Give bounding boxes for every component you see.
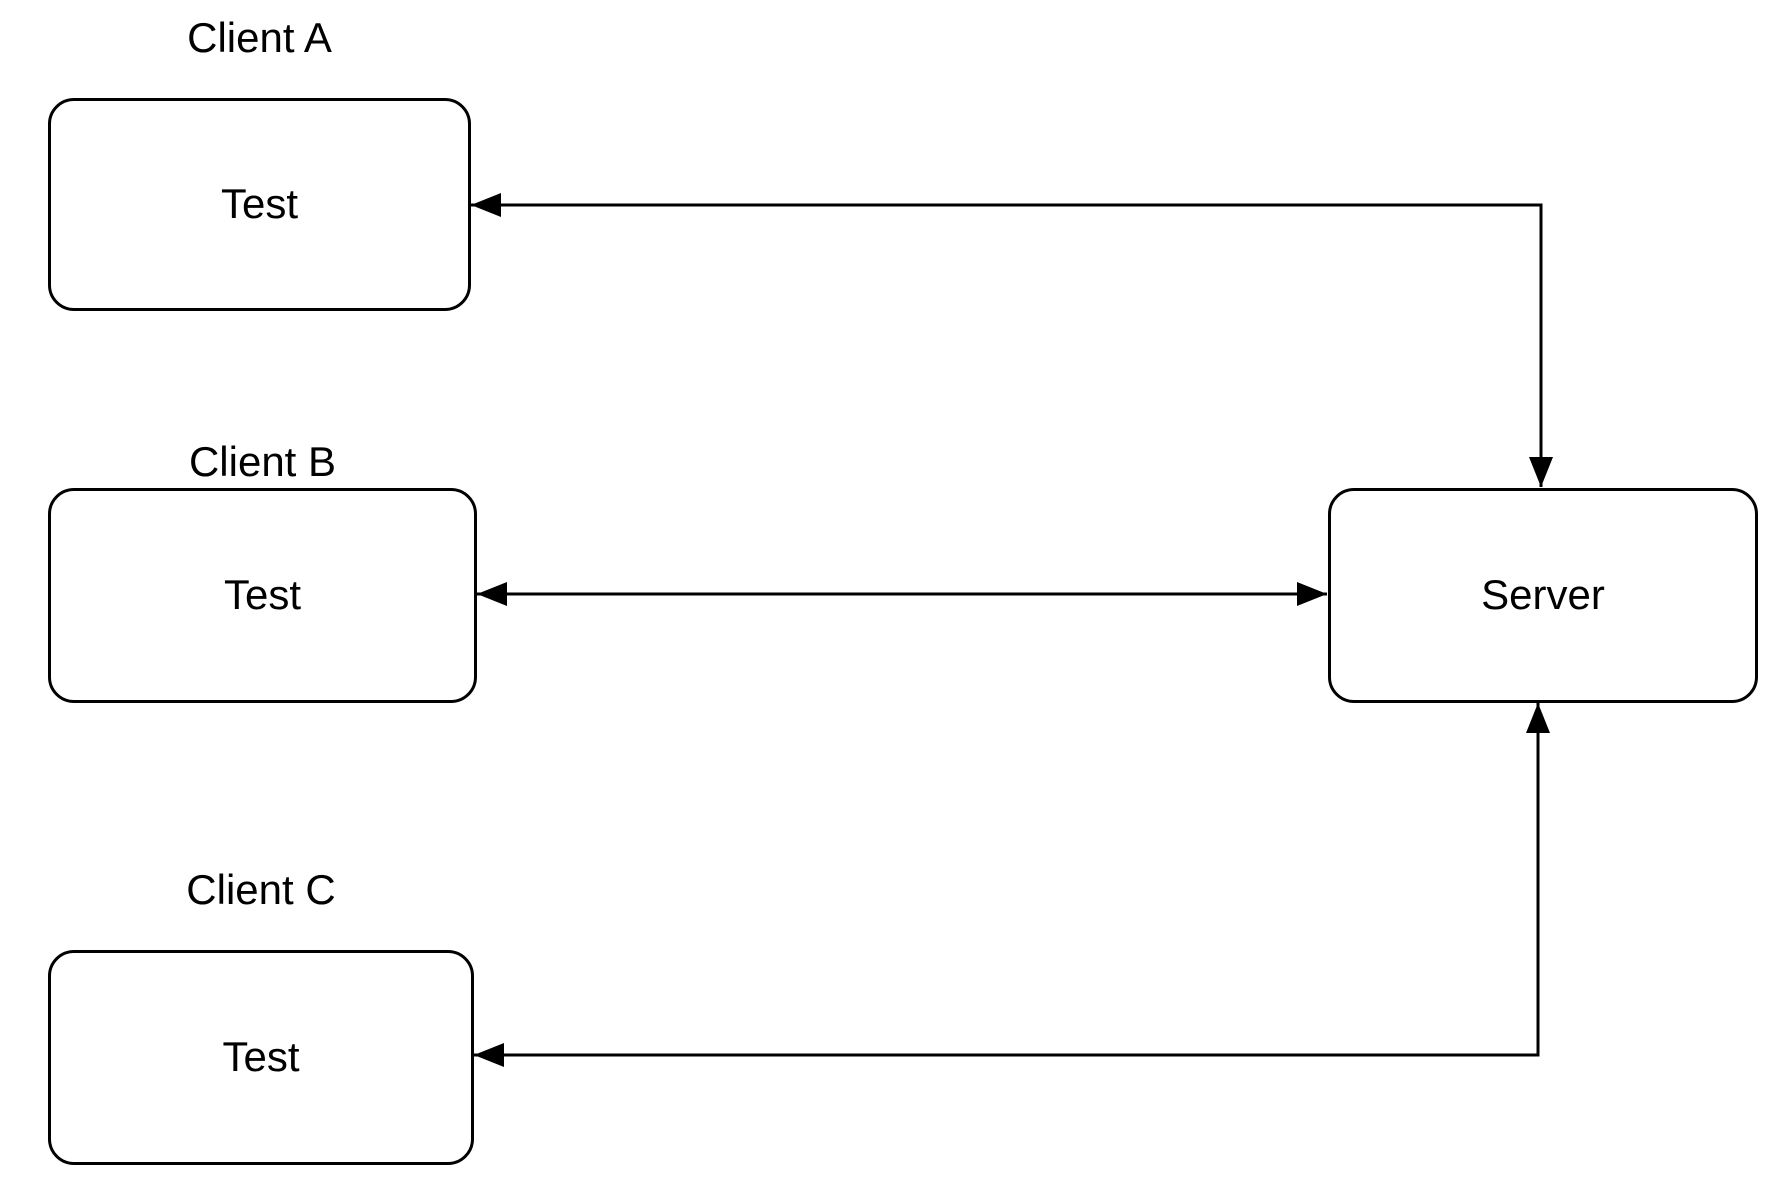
connector-client-c-server-line <box>474 703 1540 1057</box>
arrowhead-into-client-c-icon <box>474 1043 504 1067</box>
client-b-box: Test <box>48 488 477 703</box>
client-c-title: Client C <box>186 866 336 913</box>
server-label: Server <box>1481 571 1605 619</box>
client-c-label: Test <box>222 1033 300 1081</box>
arrowhead-into-server-left-icon <box>1297 582 1327 606</box>
client-c-box: Test <box>48 950 474 1165</box>
arrowhead-into-server-top-icon <box>1529 457 1553 487</box>
client-a-label: Test <box>220 180 299 228</box>
arrowhead-into-client-b-icon <box>477 582 507 606</box>
connector-client-b-server <box>477 582 1327 606</box>
connector-client-a-server-line <box>471 203 1543 487</box>
arrowhead-into-client-a-icon <box>471 193 501 217</box>
client-b-label: Test <box>223 571 302 619</box>
connector-client-a-server <box>471 193 1553 487</box>
server-box: Server <box>1328 488 1758 703</box>
client-a-box: Test <box>48 98 471 311</box>
client-b-title: Client B <box>188 438 337 485</box>
client-a-title: Client A <box>187 14 332 61</box>
arrowhead-into-server-bottom-icon <box>1526 703 1550 733</box>
connector-client-c-server <box>474 703 1550 1067</box>
